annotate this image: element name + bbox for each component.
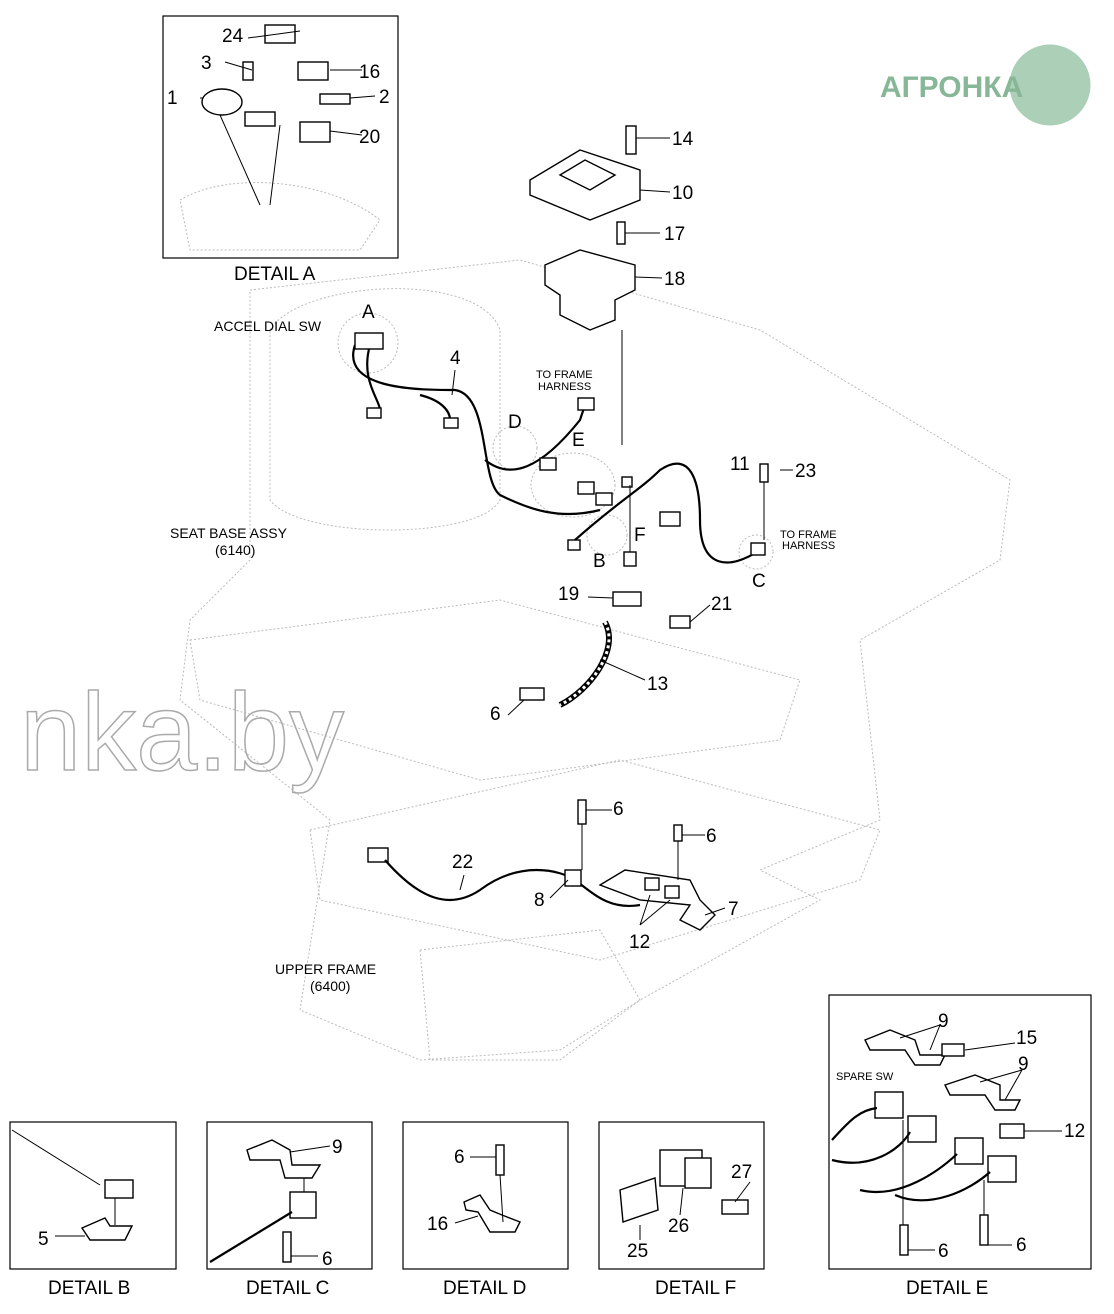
callout-15: 15 <box>1016 1028 1037 1049</box>
callout-A: A <box>362 302 375 323</box>
agronka-logo: АГРОНКА <box>880 44 1091 126</box>
accel-dial-sw-label: ACCEL DIAL SW <box>214 318 322 334</box>
callout-6-c: 6 <box>322 1249 333 1270</box>
callout-9-e1: 9 <box>938 1011 949 1032</box>
callout-6-lower: 6 <box>613 799 624 820</box>
callout-B: B <box>593 551 606 572</box>
detail-c-title: DETAIL C <box>246 1278 329 1299</box>
callout-C: C <box>752 571 766 592</box>
callout-18: 18 <box>664 269 685 290</box>
detail-e: 9 15 SPARE SW 9 12 6 6 <box>828 994 1092 1270</box>
callout-D: D <box>508 412 522 433</box>
upper-frame-code: (6400) <box>310 978 350 994</box>
detail-c: 9 6 <box>206 1121 373 1270</box>
callout-27: 27 <box>731 1162 752 1183</box>
watermark: nka.by <box>20 671 344 794</box>
callout-3: 3 <box>201 53 212 74</box>
ground-strap <box>507 591 711 716</box>
cover-plate-parts: 14 10 17 18 <box>529 125 694 445</box>
spare-sw-label: SPARE SW <box>836 1071 894 1083</box>
callout-F: F <box>634 525 646 546</box>
callout-19: 19 <box>558 584 579 605</box>
callout-6-e2: 6 <box>1016 1235 1027 1256</box>
callout-23: 23 <box>795 461 816 482</box>
detail-b: 5 <box>9 1121 177 1270</box>
detail-a-title: DETAIL A <box>234 264 316 285</box>
callout-17: 17 <box>664 224 685 245</box>
callout-21: 21 <box>711 594 732 615</box>
callout-7: 7 <box>728 899 739 920</box>
callout-10: 10 <box>672 183 693 204</box>
callout-8: 8 <box>534 890 545 911</box>
callout-11: 11 <box>730 454 750 475</box>
callout-6: 6 <box>490 704 501 725</box>
callout-24: 24 <box>222 26 244 47</box>
callout-16-d: 16 <box>427 1214 448 1235</box>
detail-d: 6 16 <box>402 1121 569 1270</box>
callout-13: 13 <box>647 674 668 695</box>
detail-b-title: DETAIL B <box>48 1278 130 1299</box>
detail-f-title: DETAIL F <box>655 1278 736 1299</box>
to-frame-harness-label-1: TO FRAME <box>536 369 593 381</box>
lower-harness <box>367 799 726 931</box>
detail-d-title: DETAIL D <box>443 1278 526 1299</box>
to-frame-harness-label-1b: HARNESS <box>538 381 591 393</box>
callout-12-e: 12 <box>1064 1121 1085 1142</box>
seat-base-code: (6140) <box>215 542 255 558</box>
logo-text: АГРОНКА <box>880 71 1023 104</box>
callout-12: 12 <box>629 932 650 953</box>
callout-25: 25 <box>627 1241 648 1262</box>
detail-a: 24 3 16 1 2 20 <box>162 15 399 259</box>
callout-2: 2 <box>379 87 390 108</box>
to-frame-harness-label-2b: HARNESS <box>782 540 835 552</box>
callout-1: 1 <box>167 88 178 109</box>
main-harness <box>337 312 793 570</box>
callout-14: 14 <box>672 129 694 150</box>
callout-9-e2: 9 <box>1018 1054 1029 1075</box>
callout-26: 26 <box>668 1216 689 1237</box>
to-frame-harness-label-2: TO FRAME <box>780 529 837 541</box>
callout-20: 20 <box>359 127 380 148</box>
callout-9-c: 9 <box>332 1137 343 1158</box>
background-frame-outline <box>179 259 1011 1061</box>
callout-E: E <box>572 430 585 451</box>
detail-e-title: DETAIL E <box>906 1278 988 1299</box>
callout-16: 16 <box>359 62 380 83</box>
callout-6-d: 6 <box>454 1147 465 1168</box>
callout-6-e1: 6 <box>938 1241 949 1262</box>
seat-base-assy-label: SEAT BASE ASSY <box>170 525 288 541</box>
callout-4: 4 <box>450 348 461 369</box>
callout-22: 22 <box>452 852 473 873</box>
callout-6-bracket: 6 <box>706 826 717 847</box>
detail-f: 27 26 25 <box>598 1121 765 1270</box>
callout-5: 5 <box>38 1229 49 1250</box>
upper-frame-label: UPPER FRAME <box>275 961 376 977</box>
